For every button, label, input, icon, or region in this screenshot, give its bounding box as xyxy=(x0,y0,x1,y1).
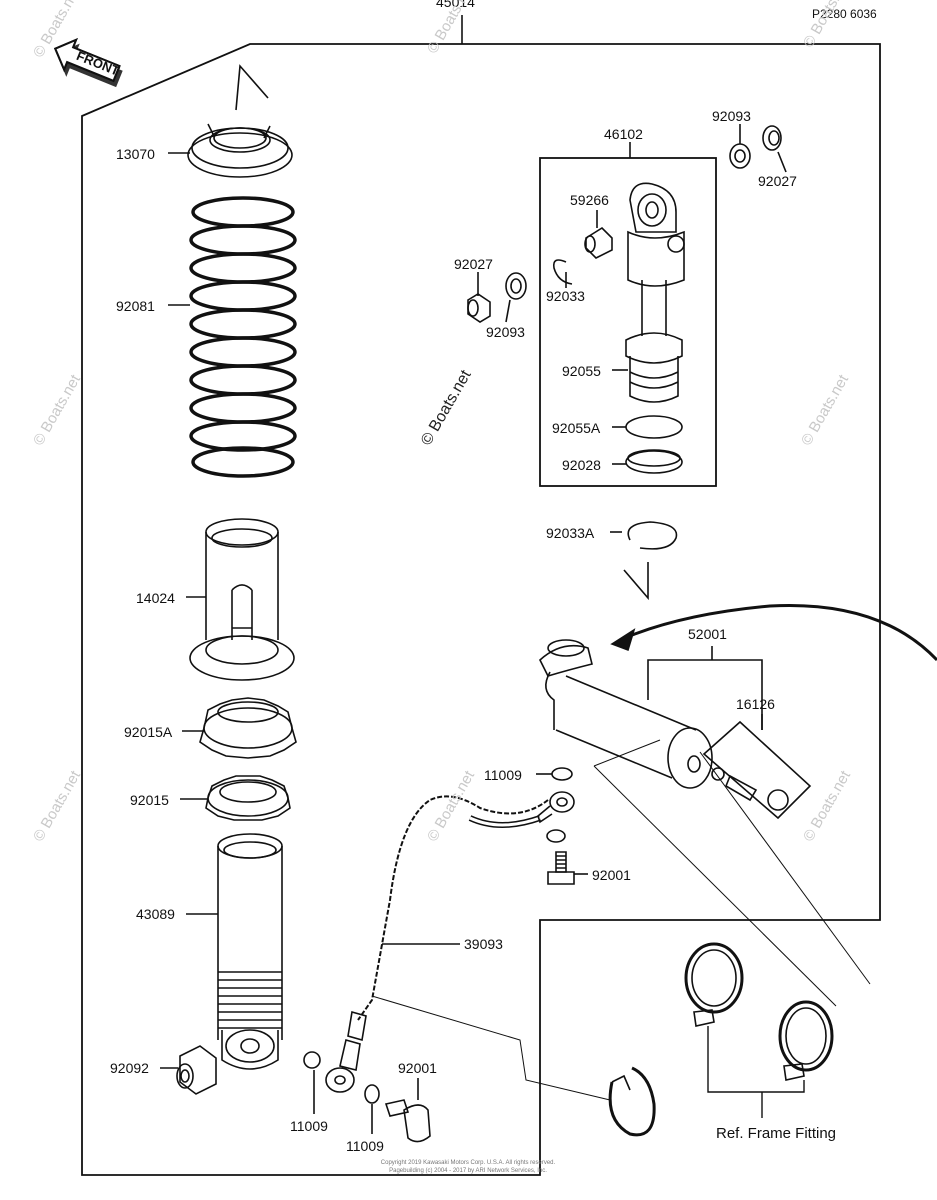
label-92001-bottom: 92001 xyxy=(398,1060,437,1076)
ring-92055A xyxy=(625,415,683,439)
extension-line-1 xyxy=(593,739,661,767)
label-92028: 92028 xyxy=(562,457,601,473)
bushing-92092 xyxy=(176,1045,217,1095)
label-11009-right: 11009 xyxy=(346,1138,384,1154)
label-92015A: 92015A xyxy=(124,724,173,740)
banjo-fitting-top xyxy=(537,791,575,843)
banjo-fitting-bottom xyxy=(325,1010,367,1093)
leader-92093-mid xyxy=(505,299,511,323)
hose-39093 xyxy=(357,795,549,1021)
label-16126: 16126 xyxy=(736,696,775,712)
reservoir-52001 xyxy=(539,639,713,789)
label-92055A: 92055A xyxy=(552,420,601,436)
hose-sleeve-inner xyxy=(469,816,541,827)
label-92093-mid: 92093 xyxy=(486,324,525,340)
washer-92027-top xyxy=(762,125,782,151)
pointer-arrowhead xyxy=(610,628,636,652)
extension-line-2 xyxy=(593,765,837,1007)
coil-spring-92081 xyxy=(189,196,297,478)
label-92093-top: 92093 xyxy=(712,108,751,124)
circlip-92033A xyxy=(627,521,678,550)
label-13070: 13070 xyxy=(116,146,155,162)
washer-11009-right xyxy=(364,1084,380,1104)
label-92055: 92055 xyxy=(562,363,601,379)
label-92033A: 92033A xyxy=(546,525,595,541)
label-92001-mid: 92001 xyxy=(592,867,631,883)
damper-body-43089 xyxy=(217,833,283,1070)
washer-92093-top xyxy=(729,143,751,169)
valve-16126 xyxy=(711,767,789,811)
valve-box-16126 xyxy=(702,720,812,820)
front-arrow-icon xyxy=(53,37,123,88)
label-92092: 92092 xyxy=(110,1060,149,1076)
label-92027-top: 92027 xyxy=(758,173,797,189)
direction-chevron-mid xyxy=(623,562,649,601)
clamp-right xyxy=(778,1000,834,1081)
ref-frame-fitting-label: Ref. Frame Fitting xyxy=(716,1125,837,1142)
assembly-number: 45014 xyxy=(436,0,475,10)
leader-52001 xyxy=(647,659,763,730)
label-59266: 59266 xyxy=(570,192,609,208)
leader-ref-frame xyxy=(707,1026,805,1118)
lock-nut-92015 xyxy=(205,775,291,821)
washer-11009-left xyxy=(303,1051,321,1069)
assembly-box-46102 xyxy=(539,157,717,487)
label-46102: 46102 xyxy=(604,126,643,142)
label-92027-mid: 92027 xyxy=(454,256,493,272)
label-92015: 92015 xyxy=(130,792,169,808)
cap-92055 xyxy=(625,332,683,403)
ring-92028 xyxy=(625,449,683,474)
label-43089: 43089 xyxy=(136,906,175,922)
clamp-left xyxy=(684,942,744,1027)
banjo-bolt-92001-mid xyxy=(547,851,575,885)
label-92033: 92033 xyxy=(546,288,585,304)
circlip-92033 xyxy=(552,259,573,285)
label-11009-left: 11009 xyxy=(290,1118,328,1134)
piston-rod-46102 xyxy=(627,182,685,336)
label-39093: 39093 xyxy=(464,936,503,952)
banjo-bolt-92001-bottom xyxy=(384,1099,431,1143)
copyright-line: Copyright 2019 Kawasaki Motors Corp. U.S… xyxy=(380,1160,556,1166)
extension-line-3 xyxy=(699,751,871,985)
extension-line-4 xyxy=(371,995,611,1101)
pointer-arrow xyxy=(619,603,937,662)
clamp-bottom xyxy=(608,1066,656,1137)
label-92081: 92081 xyxy=(116,298,155,314)
washer-92027-mid xyxy=(467,293,491,323)
label-52001: 52001 xyxy=(688,626,727,642)
lock-nut-92015A xyxy=(199,697,297,759)
assembly-boundary xyxy=(81,43,881,1176)
bushing-59266 xyxy=(584,226,613,259)
washer-11009-mid xyxy=(551,767,573,781)
label-11009-mid: 11009 xyxy=(484,767,522,783)
diagram-id: P2280 6036 xyxy=(812,7,877,21)
direction-chevron-top xyxy=(235,64,269,111)
spring-guide-14024 xyxy=(189,518,295,681)
label-14024: 14024 xyxy=(136,590,175,606)
washer-92093-mid xyxy=(505,272,527,300)
spring-seat-13070 xyxy=(187,123,293,178)
leader-92027-top xyxy=(777,151,787,173)
pagebuilding-line: Pagebuilding (c) 2004 - 2017 by ARI Netw… xyxy=(389,1168,547,1174)
